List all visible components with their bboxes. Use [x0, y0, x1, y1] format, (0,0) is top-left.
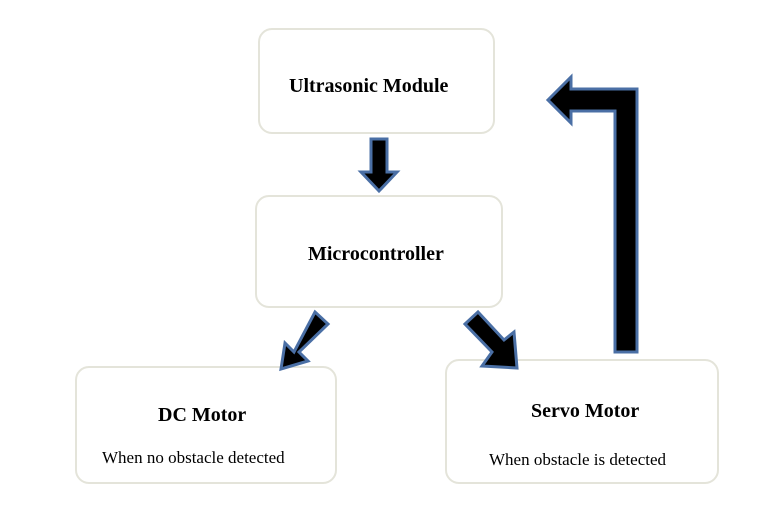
microcontroller-title: Microcontroller — [308, 243, 444, 265]
arrow-microcontroller-to-dc-motor — [279, 309, 331, 372]
arrow-ultrasonic-to-microcontroller — [357, 137, 401, 194]
ultrasonic-module-box: Ultrasonic Module — [258, 28, 495, 134]
dc-motor-box: DC Motor When no obstacle detected — [75, 366, 337, 484]
servo-motor-title: Servo Motor — [531, 400, 640, 422]
arrow-servo-to-ultrasonic — [545, 73, 639, 354]
servo-motor-note: When obstacle is detected — [489, 450, 667, 469]
dc-motor-title: DC Motor — [158, 404, 247, 426]
arrow-microcontroller-to-servo-motor — [462, 309, 519, 370]
servo-motor-box: Servo Motor When obstacle is detected — [445, 359, 719, 484]
dc-motor-note: When no obstacle detected — [102, 448, 285, 467]
ultrasonic-module-title: Ultrasonic Module — [289, 75, 449, 97]
microcontroller-box: Microcontroller — [255, 195, 503, 308]
